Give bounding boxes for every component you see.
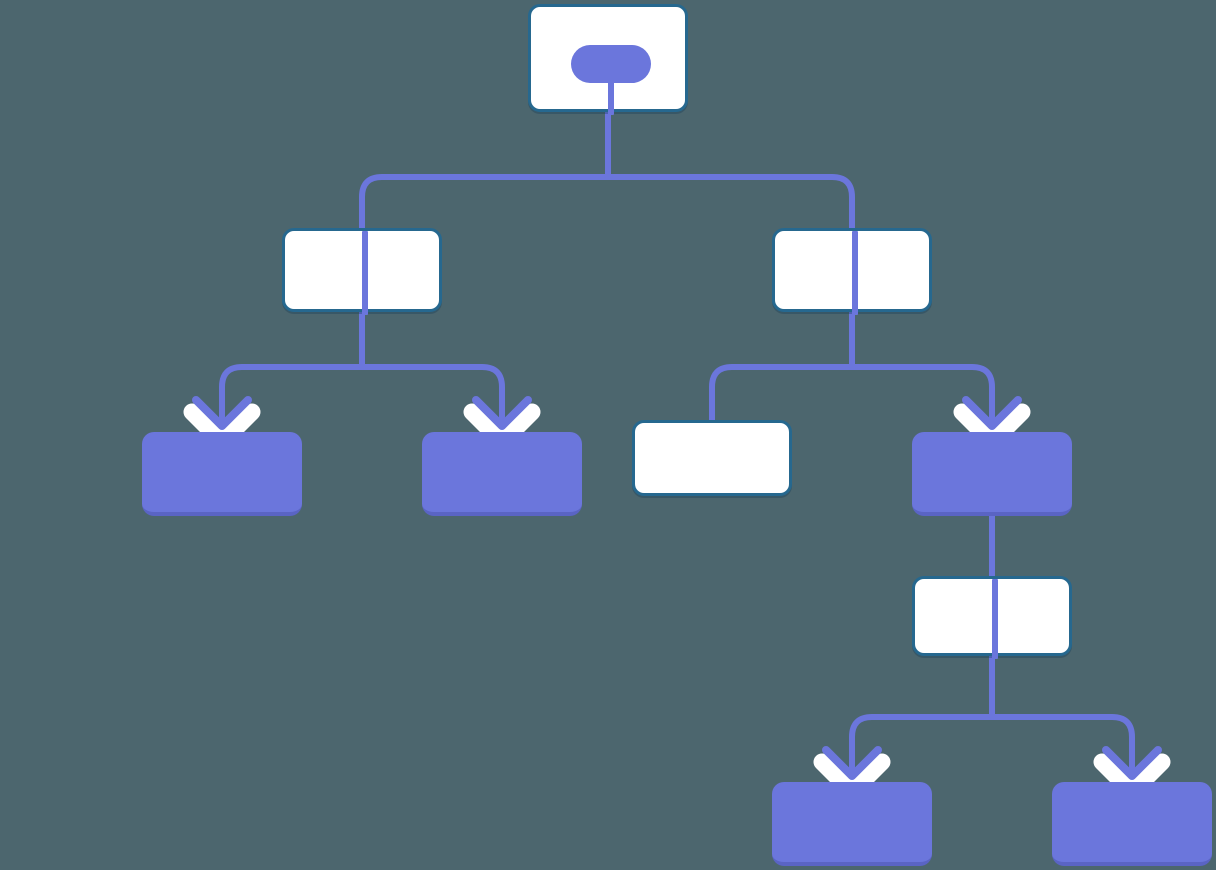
node-connector-stem bbox=[992, 579, 998, 659]
branch-node-left[interactable] bbox=[282, 228, 442, 315]
edge-root-to-branch-right bbox=[605, 112, 855, 228]
leaf-node-1[interactable] bbox=[142, 432, 302, 516]
root-node[interactable] bbox=[528, 4, 688, 115]
node-connector-stem bbox=[608, 57, 614, 115]
node-connector-stem bbox=[362, 231, 368, 315]
edge-branch-left-to-leaf-2 bbox=[359, 312, 505, 432]
leaf-node-4[interactable] bbox=[1052, 782, 1212, 866]
edge-branch-lower-to-leaf-3 bbox=[849, 656, 995, 782]
branch-node-right[interactable] bbox=[772, 228, 932, 315]
edge-branch-left-to-leaf-1 bbox=[219, 312, 365, 432]
subtree-node[interactable] bbox=[912, 432, 1072, 516]
branch-node-lower[interactable] bbox=[912, 576, 1072, 659]
edge-root-to-branch-left bbox=[359, 112, 611, 228]
leaf-node-2[interactable] bbox=[422, 432, 582, 516]
empty-node[interactable] bbox=[632, 420, 792, 496]
leaf-node-3[interactable] bbox=[772, 782, 932, 866]
edge-branch-right-to-empty bbox=[709, 312, 855, 420]
edge-branch-right-to-subtree bbox=[849, 312, 995, 432]
node-connector-stem bbox=[852, 231, 858, 315]
edge-branch-lower-to-leaf-4 bbox=[989, 656, 1135, 782]
